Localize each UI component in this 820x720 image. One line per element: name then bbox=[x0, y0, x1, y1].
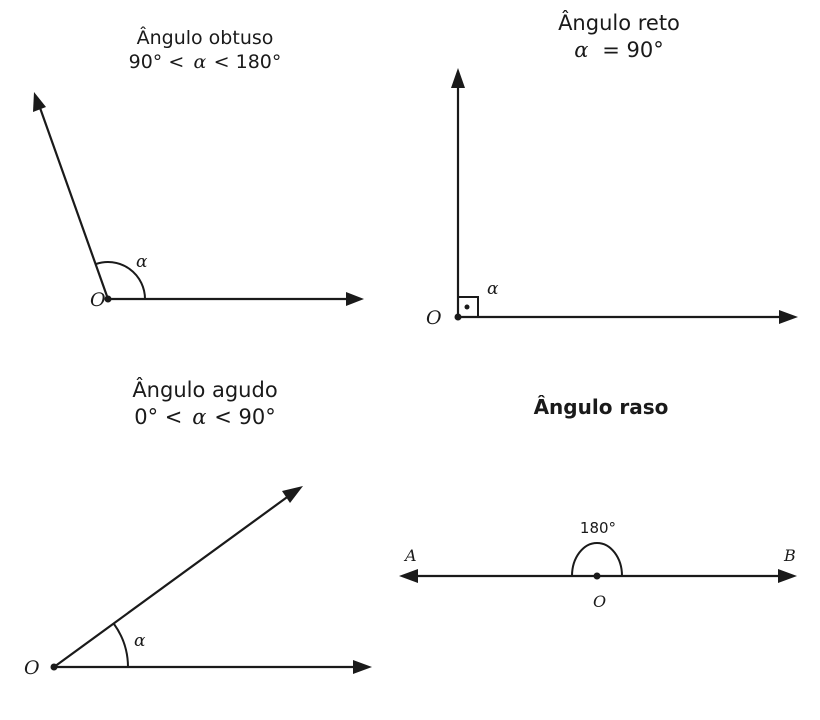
straight-angle-arc bbox=[571, 542, 623, 577]
straight-angle-value: 180° bbox=[580, 519, 616, 537]
straight-vertex-dot bbox=[593, 572, 601, 580]
point-a-label: A bbox=[403, 546, 417, 565]
acute-title: Ângulo agudo bbox=[132, 377, 277, 402]
right-ray-horizontal-arrowhead bbox=[779, 310, 798, 324]
obtuse-title: Ângulo obtuso bbox=[137, 26, 274, 49]
obtuse-ray-horizontal-arrowhead bbox=[346, 292, 364, 306]
right-vertex-label: O bbox=[426, 307, 442, 329]
acute-condition-right: < 90° bbox=[214, 405, 276, 429]
acute-vertex-label: O bbox=[24, 657, 40, 679]
obtuse-ray-upper-arrowhead bbox=[33, 92, 46, 112]
right-angle-figure: Ângulo reto α = 90° O α bbox=[426, 10, 798, 329]
obtuse-vertex-dot bbox=[104, 295, 112, 303]
straight-arrowhead-left bbox=[399, 569, 418, 583]
straight-angle-figure: Ângulo raso 180° A B O bbox=[399, 395, 797, 611]
obtuse-ray-upper bbox=[37, 104, 110, 300]
obtuse-angle-figure: Ângulo obtuso 90° < α < 180° O α bbox=[33, 26, 364, 311]
right-condition-alpha: α bbox=[574, 38, 588, 62]
obtuse-angle-arc bbox=[95, 261, 146, 300]
acute-condition: 0° < α < 90° bbox=[134, 405, 276, 429]
acute-angle-label: α bbox=[134, 631, 146, 651]
right-angle-label: α bbox=[487, 279, 499, 299]
obtuse-condition-right: < 180° bbox=[214, 51, 282, 73]
right-condition: α = 90° bbox=[574, 38, 664, 62]
straight-vertex-label: O bbox=[593, 592, 606, 611]
right-angle-marker-dot bbox=[464, 304, 470, 310]
acute-ray-horizontal-arrowhead bbox=[353, 660, 372, 674]
acute-vertex-dot bbox=[50, 663, 58, 671]
right-ray-vertical-arrowhead bbox=[451, 68, 465, 88]
acute-ray-upper-arrowhead bbox=[282, 486, 303, 503]
straight-arrowhead-right bbox=[778, 569, 797, 583]
obtuse-angle-label: α bbox=[136, 252, 148, 272]
obtuse-condition-alpha: α bbox=[194, 51, 207, 73]
right-title: Ângulo reto bbox=[558, 10, 680, 35]
acute-condition-left: 0° < bbox=[134, 405, 182, 429]
acute-angle-figure: Ângulo agudo 0° < α < 90° O α bbox=[24, 377, 372, 679]
acute-condition-alpha: α bbox=[192, 405, 206, 429]
acute-angle-arc bbox=[113, 623, 129, 668]
straight-title: Ângulo raso bbox=[534, 395, 669, 419]
right-condition-right: = 90° bbox=[602, 38, 664, 62]
obtuse-condition: 90° < α < 180° bbox=[129, 51, 282, 73]
obtuse-vertex-label: O bbox=[90, 289, 106, 311]
right-angle-marker bbox=[457, 296, 479, 318]
point-b-label: B bbox=[783, 546, 796, 565]
right-vertex-dot bbox=[454, 313, 462, 321]
acute-ray-upper bbox=[53, 494, 291, 668]
obtuse-condition-left: 90° < bbox=[129, 51, 185, 73]
